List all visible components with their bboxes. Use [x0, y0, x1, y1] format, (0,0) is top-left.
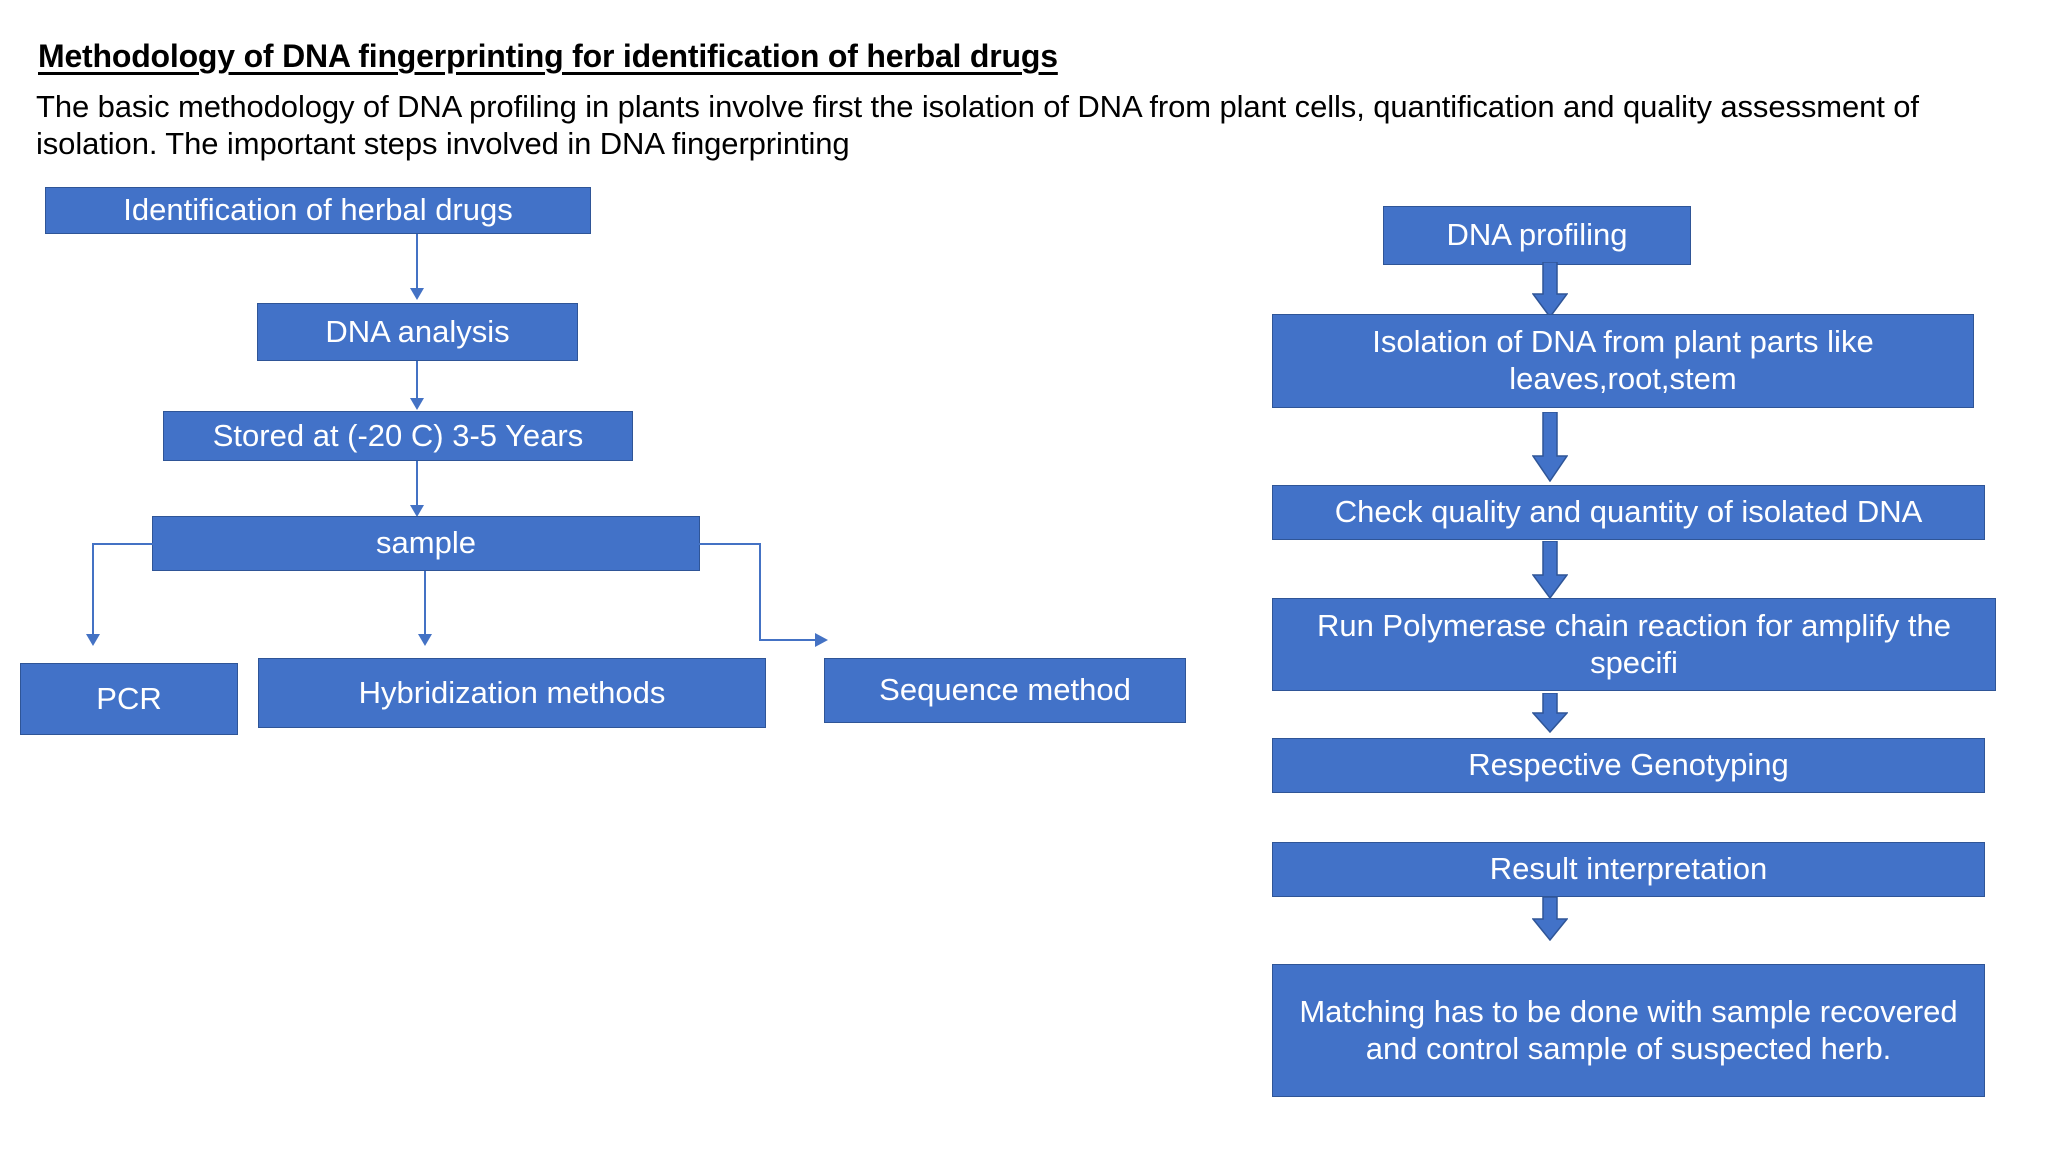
left-node-pcr-label: PCR [96, 680, 162, 716]
arrowhead-identification-to-analysis [410, 288, 424, 300]
connector-identification-to-analysis [416, 234, 418, 290]
arrowhead-sample-to-hybridization [418, 634, 432, 646]
right-node-dna-profiling-label: DNA profiling [1446, 217, 1628, 253]
connector-sample-to-pcr-vertical [92, 543, 94, 640]
left-node-stored[interactable]: Stored at (-20 C) 3-5 Years [163, 411, 633, 461]
right-node-isolation-label: Isolation of DNA from plant parts like l… [1372, 324, 1874, 396]
connector-sample-to-sequence-horizontal-bottom [759, 639, 817, 641]
left-node-hybridization-label: Hybridization methods [358, 674, 666, 710]
arrowhead-stored-to-sample [410, 505, 424, 517]
right-node-check-quality-label: Check quality and quantity of isolated D… [1334, 494, 1923, 530]
block-arrow-result-to-matching [1532, 897, 1568, 941]
right-node-genotyping[interactable]: Respective Genotyping [1272, 738, 1985, 793]
page-title: Methodology of DNA fingerprinting for id… [38, 38, 1058, 74]
connector-stored-to-sample [416, 461, 418, 511]
block-arrow-check-quality-to-run-pcr [1532, 541, 1568, 599]
left-node-sample[interactable]: sample [152, 516, 700, 571]
right-node-check-quality[interactable]: Check quality and quantity of isolated D… [1272, 485, 1985, 540]
connector-sample-to-sequence-vertical [759, 543, 761, 640]
right-node-matching-label: Matching has to be done with sample reco… [1299, 993, 1958, 1066]
left-node-sequence[interactable]: Sequence method [824, 658, 1186, 723]
left-node-dna-analysis-label: DNA analysis [325, 313, 510, 349]
left-node-pcr[interactable]: PCR [20, 663, 238, 735]
connector-sample-to-hybridization [424, 571, 426, 640]
left-node-sample-label: sample [376, 525, 476, 561]
arrowhead-sample-to-pcr [86, 634, 100, 646]
left-node-identification[interactable]: Identification of herbal drugs [45, 187, 591, 234]
intro-paragraph: The basic methodology of DNA profiling i… [36, 89, 1919, 162]
right-node-run-pcr[interactable]: Run Polymerase chain reaction for amplif… [1272, 598, 1996, 691]
left-node-hybridization[interactable]: Hybridization methods [258, 658, 766, 728]
right-node-matching[interactable]: Matching has to be done with sample reco… [1272, 964, 1985, 1097]
arrowhead-sample-to-sequence [815, 633, 828, 647]
right-node-result[interactable]: Result interpretation [1272, 842, 1985, 897]
left-node-identification-label: Identification of herbal drugs [123, 192, 513, 228]
right-node-genotyping-label: Respective Genotyping [1468, 747, 1789, 783]
connector-sample-to-sequence-horizontal-top [698, 543, 761, 545]
block-arrow-run-pcr-to-genotyping [1532, 693, 1568, 733]
block-arrow-profiling-to-isolation [1532, 262, 1568, 318]
arrowhead-analysis-to-stored [410, 398, 424, 410]
right-node-dna-profiling[interactable]: DNA profiling [1383, 206, 1691, 265]
connector-sample-to-pcr-horizontal [92, 543, 154, 545]
right-node-result-label: Result interpretation [1489, 851, 1768, 887]
left-node-dna-analysis[interactable]: DNA analysis [257, 303, 578, 361]
right-node-isolation[interactable]: Isolation of DNA from plant parts like l… [1272, 314, 1974, 408]
block-arrow-isolation-to-check-quality [1532, 412, 1568, 482]
left-node-stored-label: Stored at (-20 C) 3-5 Years [212, 417, 584, 453]
connector-analysis-to-stored [416, 361, 418, 403]
right-node-run-pcr-label: Run Polymerase chain reaction for amplif… [1316, 607, 1952, 680]
left-node-sequence-label: Sequence method [879, 672, 1131, 708]
